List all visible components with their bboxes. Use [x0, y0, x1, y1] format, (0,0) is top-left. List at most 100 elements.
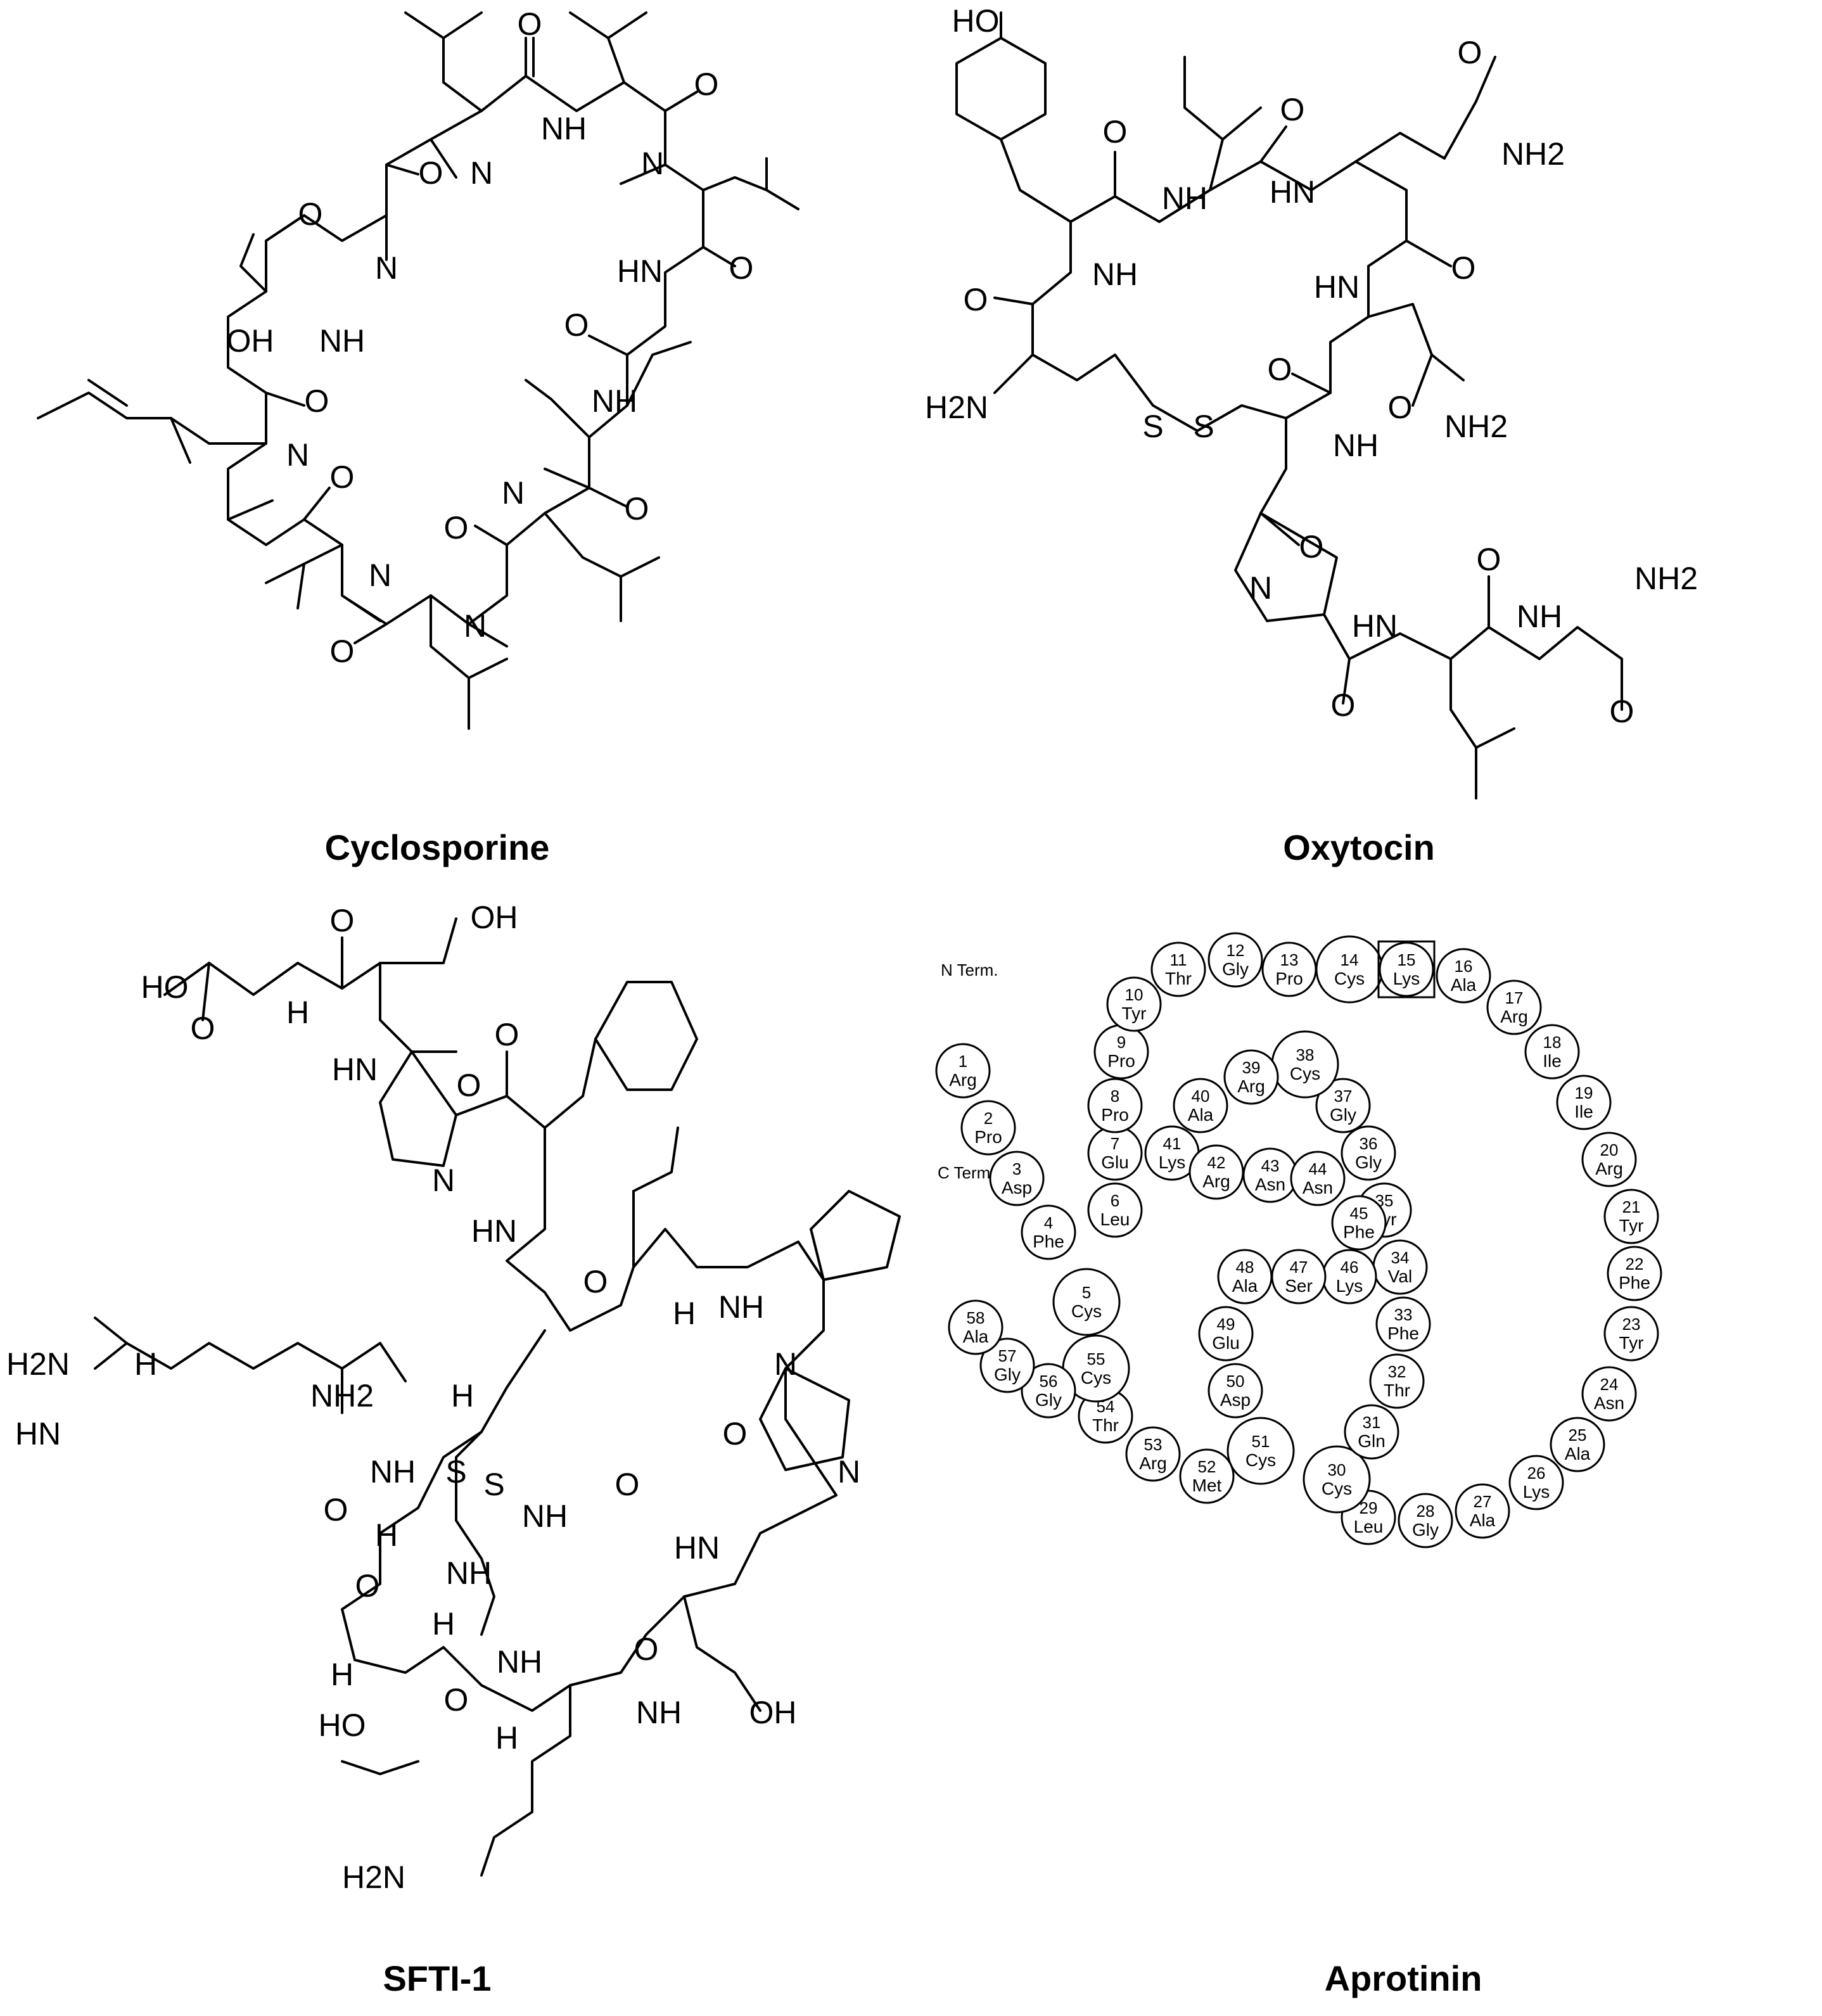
residue-name: Pro	[1101, 1105, 1129, 1125]
residue-name: Val	[1388, 1266, 1412, 1286]
residue-number: 46	[1341, 1258, 1359, 1277]
sfti1-panel: HO O H O OH HN O N O HN O H NH N O N HN …	[0, 887, 906, 2016]
atom-o: O	[191, 1011, 215, 1046]
atom-hn: HN	[15, 1416, 61, 1451]
residue-circle	[1106, 976, 1162, 1032]
atom-h: H	[673, 1296, 696, 1331]
residue-number: 21	[1622, 1197, 1641, 1216]
residue-number: 41	[1163, 1134, 1182, 1153]
residue-number: 12	[1226, 941, 1245, 960]
residue-circle	[948, 1299, 1003, 1355]
residue-number: 55	[1087, 1349, 1105, 1368]
residue-name: Tyr	[1122, 1004, 1147, 1023]
atom-h: H	[495, 1720, 518, 1756]
residue-circle	[1052, 1268, 1121, 1336]
residue-name: Arg	[1595, 1159, 1623, 1178]
residue-number: 28	[1417, 1502, 1435, 1521]
atom-nh: NH	[522, 1498, 568, 1534]
residue-number: 1	[959, 1052, 967, 1071]
cyclosporine-structure: O NH O N O HN O NH O N O N O N O N O NH …	[37, 6, 800, 730]
atom-o: O	[444, 1682, 469, 1718]
atom-nh: NH	[319, 323, 365, 359]
residue-name: Pro	[974, 1127, 1002, 1147]
residue-name: Thr	[1165, 969, 1192, 988]
residue-name: Glu	[1212, 1333, 1240, 1353]
atom-o: O	[298, 196, 323, 232]
caption-cyclosporine: Cyclosporine	[324, 827, 550, 867]
atom-nh: NH	[541, 111, 587, 146]
residue-name: Thr	[1092, 1415, 1119, 1435]
residue-circle	[1223, 1049, 1279, 1105]
residue-name: Asp	[1220, 1390, 1251, 1410]
residue-number: 16	[1455, 957, 1473, 976]
atom-h2n: H2N	[342, 1860, 405, 1895]
residue-circle	[1486, 979, 1542, 1035]
residue-number: 50	[1226, 1372, 1245, 1391]
residue-name: Leu	[1354, 1517, 1384, 1536]
caption-sfti1: SFTI-1	[383, 1958, 492, 1998]
residue-circle	[1436, 948, 1491, 1004]
residue-circle	[1087, 1078, 1143, 1133]
atom-n: N	[375, 250, 398, 286]
c-term-label: C Term.	[938, 1163, 995, 1182]
atom-o: O	[419, 155, 443, 191]
residue-number: 27	[1474, 1492, 1492, 1511]
atom-nh2: NH2	[310, 1378, 374, 1413]
residue-name: Tyr	[1619, 1216, 1644, 1235]
residue-name: Leu	[1100, 1209, 1130, 1229]
residue-number: 31	[1363, 1413, 1381, 1432]
atom-hn: HN	[332, 1052, 378, 1087]
residue-number: 40	[1192, 1087, 1210, 1106]
atom-hn: HN	[471, 1213, 517, 1249]
atom-s: S	[1142, 409, 1163, 444]
residue-name: Ala	[963, 1327, 989, 1346]
cyclosporine-panel: O NH O N O HN O NH O N O N O N O N O NH …	[0, 0, 906, 887]
residue-name: Phe	[1343, 1222, 1375, 1242]
residue-circle	[1303, 1445, 1371, 1514]
residue-name: Lys	[1336, 1276, 1363, 1296]
atom-o: O	[1610, 694, 1634, 729]
atom-o: O	[1458, 35, 1482, 70]
residue-circle	[1581, 1366, 1637, 1422]
atom-nh: NH	[446, 1555, 492, 1591]
residue-name: Gly	[994, 1365, 1021, 1384]
atom-o: O	[324, 1492, 348, 1528]
atom-o: O	[583, 1264, 608, 1299]
caption-oxytocin: Oxytocin	[1283, 827, 1435, 867]
aprotinin-diagram: N Term. C Term. 1Arg2Pro3Asp4Phe5Cys6Leu…	[935, 932, 1662, 1548]
residue-circle	[1550, 1417, 1605, 1472]
atom-o: O	[444, 510, 469, 545]
residue-number: 5	[1082, 1283, 1091, 1302]
atom-oh: OH	[227, 323, 274, 359]
atom-o: O	[305, 383, 329, 419]
residue-circle	[1524, 1024, 1580, 1080]
residue-name: Asp	[1002, 1178, 1032, 1197]
residue-number: 13	[1280, 950, 1299, 969]
atom-h: H	[375, 1517, 398, 1553]
atom-oh: OH	[749, 1695, 797, 1730]
